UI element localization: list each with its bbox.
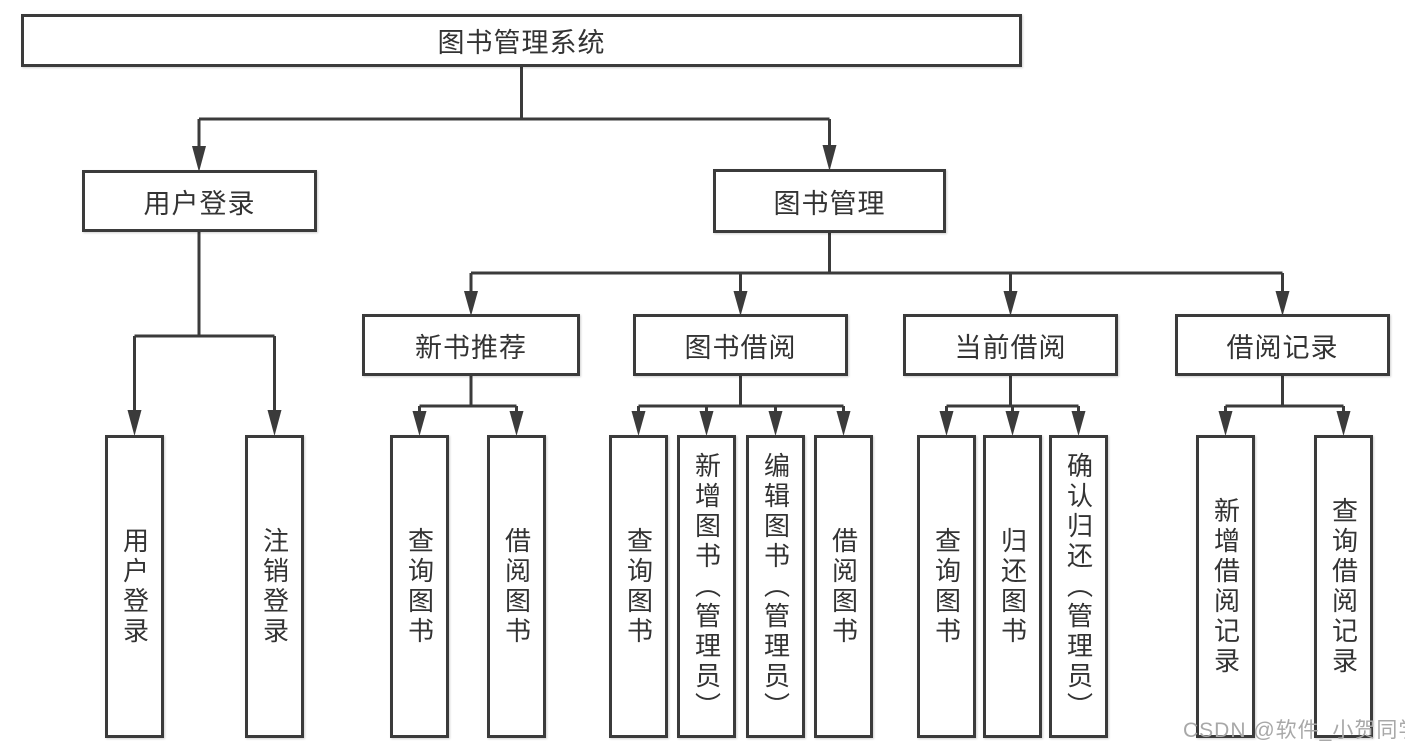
leaf-label: 新增借阅记录: [1210, 496, 1241, 677]
leaf-user-login: 用户登录: [105, 435, 164, 738]
node-user-login: 用户登录: [82, 170, 317, 232]
node-current-borrowing: 当前借阅: [903, 314, 1118, 376]
node-library-management-system: 图书管理系统: [21, 14, 1022, 67]
arrow-down: [939, 411, 954, 436]
leaf-query-books: 查询图书: [917, 435, 976, 738]
arrow-down: [1275, 291, 1290, 316]
leaf-query-books: 查询图书: [609, 435, 668, 738]
arrow-down: [768, 411, 783, 436]
arrow-down: [733, 291, 748, 316]
leaf-logout: 注销登录: [245, 435, 304, 738]
leaf-label: 查询借阅记录: [1328, 496, 1359, 677]
arrow-down: [192, 146, 206, 172]
leaf-label: 借阅图书: [501, 526, 532, 647]
leaf-label: 查询图书: [931, 526, 962, 647]
leaf-query-books: 查询图书: [390, 435, 449, 738]
watermark: CSDN @软件_小贺同学: [1183, 719, 1405, 742]
leaf-label: 借阅图书: [828, 526, 859, 647]
leaf-query-borrow-record: 查询借阅记录: [1314, 435, 1373, 738]
node-label: 借阅记录: [1226, 332, 1339, 363]
arrow-down: [1005, 411, 1020, 436]
leaf-label: 查询图书: [623, 526, 654, 647]
arrow-down: [127, 410, 142, 436]
leaf-confirm-return-admin: 确认归还（管理员）: [1049, 435, 1108, 738]
node-new-book-recommend: 新书推荐: [362, 314, 580, 376]
arrow-down: [464, 291, 478, 316]
leaf-add-borrow-record: 新增借阅记录: [1196, 435, 1255, 738]
leaf-label: 归还图书: [997, 526, 1028, 647]
node-label: 图书管理: [773, 188, 886, 219]
arrow-down: [1218, 411, 1233, 436]
leaf-borrow-books: 借阅图书: [487, 435, 546, 738]
leaf-return-books: 归还图书: [983, 435, 1042, 738]
leaf-label: 新增图书（管理员）: [691, 451, 722, 722]
leaf-label: 编辑图书（管理员）: [760, 451, 791, 722]
arrow-down: [509, 411, 524, 436]
node-label: 图书借阅: [684, 332, 797, 363]
arrow-down: [1071, 411, 1086, 436]
node-borrow-records: 借阅记录: [1175, 314, 1390, 376]
arrow-down: [267, 410, 282, 436]
node-book-borrowing: 图书借阅: [633, 314, 848, 376]
arrow-down: [822, 145, 837, 171]
arrow-down: [836, 411, 851, 436]
leaf-label: 确认归还（管理员）: [1063, 451, 1094, 722]
node-book-management: 图书管理: [713, 169, 946, 233]
arrow-down: [631, 411, 646, 436]
node-label: 用户登录: [143, 188, 256, 219]
leaf-edit-books-admin: 编辑图书（管理员）: [746, 435, 805, 738]
node-label: 当前借阅: [954, 332, 1067, 363]
arrow-down: [1003, 291, 1018, 316]
arrow-down: [1336, 411, 1351, 436]
arrow-down: [412, 411, 427, 436]
leaf-borrow-books: 借阅图书: [814, 435, 873, 738]
leaf-label: 注销登录: [259, 526, 290, 647]
leaf-label: 用户登录: [119, 526, 150, 647]
arrow-down: [699, 411, 714, 436]
node-label: 新书推荐: [415, 332, 527, 363]
leaf-label: 查询图书: [404, 526, 435, 647]
leaf-add-books-admin: 新增图书（管理员）: [677, 435, 736, 738]
node-label: 图书管理系统: [437, 28, 606, 58]
